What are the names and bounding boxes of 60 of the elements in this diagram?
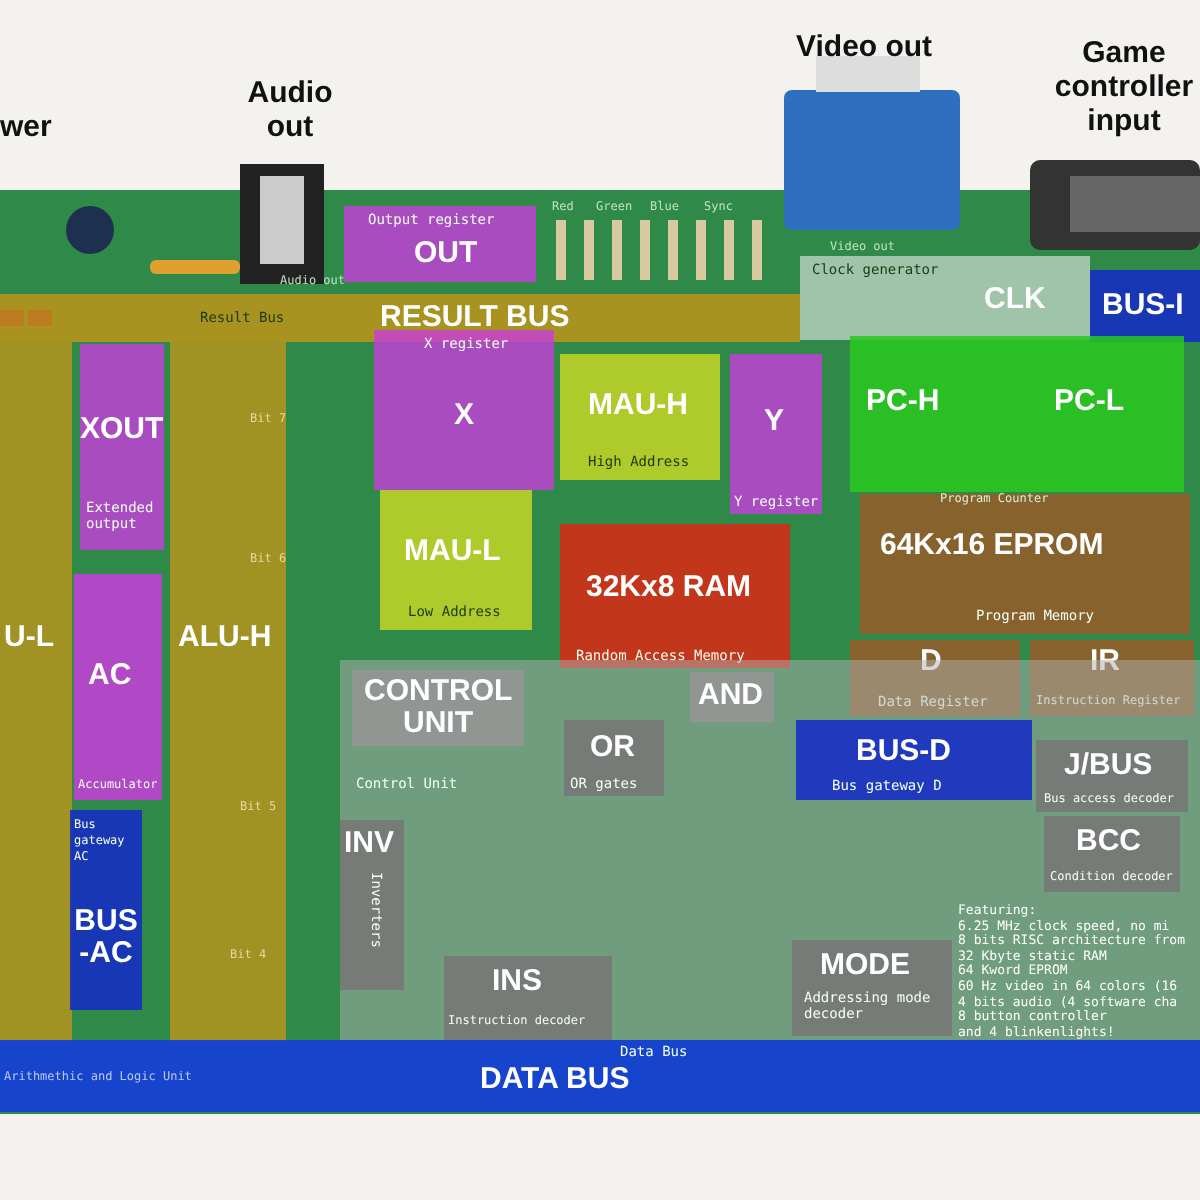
region-label: 32Kx8 RAM (586, 572, 752, 604)
board-region (560, 524, 790, 668)
board-region (340, 820, 404, 990)
board-region (560, 354, 720, 480)
region-label: OR (590, 732, 635, 764)
board-region (1030, 640, 1194, 716)
board-region (564, 720, 664, 796)
region-label: INS (492, 966, 543, 998)
region-label: U-L (4, 622, 54, 654)
board-region (70, 810, 142, 1010)
board-region (1020, 336, 1184, 492)
region-label: X (454, 400, 475, 432)
board-region (0, 342, 72, 1042)
board-region (850, 640, 1020, 716)
region-label: ALU-H (178, 622, 272, 654)
region-label: MODE (820, 950, 910, 982)
region-label: Y (764, 406, 785, 438)
region-label: BUS-AC (72, 906, 140, 970)
region-label: PC-H (866, 386, 940, 418)
connector-caption: Video out (796, 30, 933, 64)
board-region (800, 256, 1090, 340)
board-region (374, 330, 554, 490)
board-region (860, 494, 1190, 634)
region-label: PC-L (1054, 386, 1124, 418)
board-region (380, 490, 532, 630)
board-region (796, 720, 1032, 800)
region-label: CLK (984, 284, 1046, 316)
board-region (850, 336, 1020, 492)
region-label: RESULT BUS (380, 302, 570, 334)
board-region (444, 956, 612, 1040)
region-label: BUS-D (856, 736, 951, 768)
connector-caption: wer (0, 110, 52, 144)
region-label: 64Kx16 EPROM (880, 530, 1104, 562)
board-region (80, 344, 164, 550)
region-label: D (920, 646, 942, 678)
board-region (730, 354, 822, 514)
board-region (0, 1040, 1200, 1112)
region-label: MAU-L (404, 536, 501, 568)
board-region (74, 574, 162, 800)
region-label: XOUT (80, 414, 164, 446)
region-label: OUT (414, 238, 478, 270)
region-label: IR (1090, 646, 1120, 678)
region-label: AND (696, 676, 765, 716)
board-region (1036, 740, 1188, 812)
region-label: AC (88, 660, 132, 692)
region-label: BUS-I (1102, 290, 1184, 322)
region-label: J/BUS (1064, 750, 1153, 782)
board-region (1044, 816, 1180, 892)
board-region (344, 206, 536, 282)
region-label: CONTROL UNIT (352, 670, 524, 746)
region-label: INV (344, 828, 395, 860)
board-region (690, 672, 774, 722)
region-label: DATA BUS (480, 1064, 630, 1096)
region-label: MAU-H (588, 390, 688, 422)
board-region (792, 940, 952, 1036)
connector-caption: Game controller input (1052, 36, 1196, 138)
region-label: BCC (1076, 826, 1141, 858)
connector-caption: Audio out (245, 76, 335, 144)
board-region (170, 342, 286, 1042)
board-region (1090, 270, 1200, 342)
